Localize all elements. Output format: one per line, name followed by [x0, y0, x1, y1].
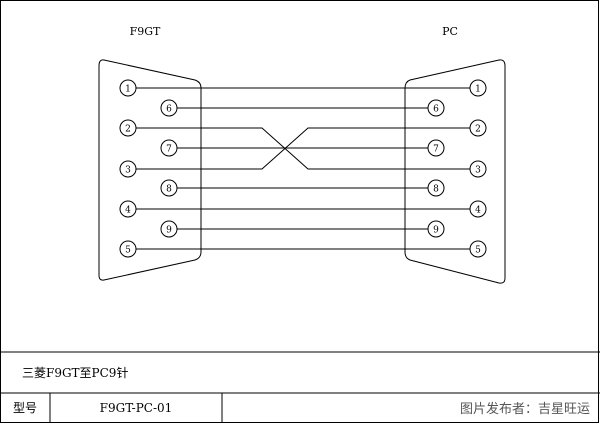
left-pin-2: 2	[119, 119, 137, 137]
cable-description: 三菱F9GT至PC9针	[22, 365, 128, 380]
right-db9-connector-shell	[404, 59, 506, 284]
right-pin-8: 8	[427, 179, 445, 197]
left-pin-5: 5	[119, 240, 137, 258]
right-pin-5: 5	[469, 240, 487, 258]
model-label: 型号	[13, 401, 37, 415]
left-pin-6: 6	[160, 99, 178, 117]
pin-label: 9	[433, 226, 439, 236]
left-pin-1: 1	[119, 79, 137, 97]
pin-label: 2	[475, 125, 481, 135]
pin-label: 3	[125, 166, 131, 176]
left-pin-4: 4	[119, 200, 137, 218]
right-pin-7: 7	[427, 139, 445, 157]
pin-label: 4	[125, 206, 131, 216]
left-pin-7: 7	[160, 139, 178, 157]
right-pin-1: 1	[469, 79, 487, 97]
model-number: F9GT-PC-01	[100, 401, 173, 415]
pin-label: 5	[125, 246, 131, 256]
pin-label: 8	[166, 185, 172, 195]
wire-group	[136, 87, 471, 250]
right-pin-3: 3	[469, 160, 487, 178]
pin-label: 6	[433, 105, 439, 115]
left-db9-connector-shell	[98, 59, 202, 281]
right-pin-9: 9	[427, 220, 445, 238]
right-connector-title: PC	[442, 25, 458, 38]
pin-label: 8	[433, 185, 439, 195]
pin-label: 4	[475, 206, 481, 216]
pin-label: 1	[475, 85, 481, 95]
publisher-watermark: 图片发布者：吉星旺运	[460, 401, 590, 417]
right-pin-2: 2	[469, 119, 487, 137]
left-connector-title: F9GT	[130, 25, 161, 38]
pin-label: 3	[475, 166, 481, 176]
pin-label: 7	[433, 145, 439, 155]
pin-label: 1	[125, 85, 131, 95]
left-pin-3: 3	[119, 160, 137, 178]
pin-label: 9	[166, 226, 172, 236]
left-pin-8: 8	[160, 179, 178, 197]
right-pin-4: 4	[469, 200, 487, 218]
right-pin-6: 6	[427, 99, 445, 117]
pin-label: 5	[475, 246, 481, 256]
pin-label: 7	[166, 145, 172, 155]
pin-label: 2	[125, 125, 131, 135]
left-pin-9: 9	[160, 220, 178, 238]
pin-label: 6	[166, 105, 172, 115]
